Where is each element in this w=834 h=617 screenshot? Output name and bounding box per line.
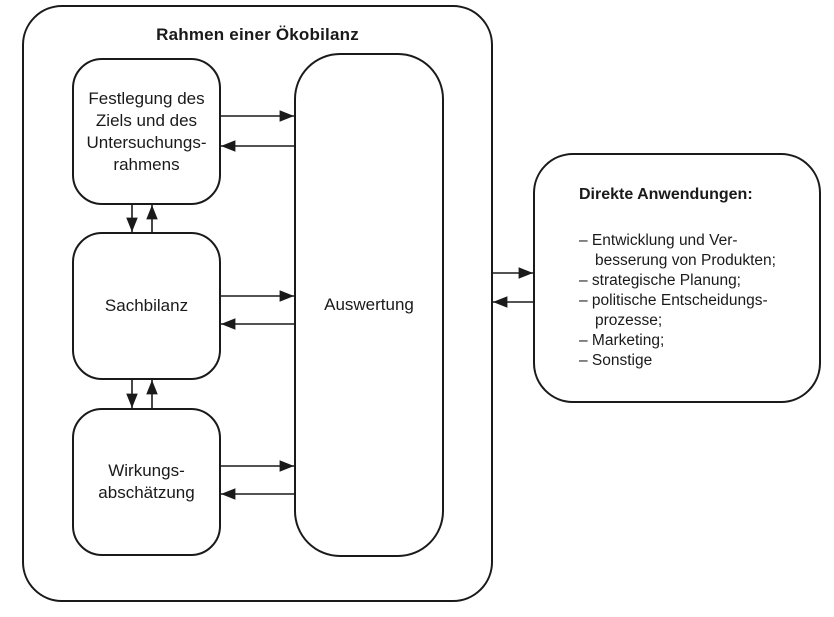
node-interpretation-label: Auswertung	[324, 295, 414, 314]
node-impact-assessment: Wirkungs- abschätzung	[72, 408, 221, 556]
applications-title: Direkte Anwendungen:	[579, 186, 753, 203]
applications-line-2: – strategische Planung;	[579, 272, 741, 289]
node-goal-definition-label: Festlegung des Ziels und des Untersuchun…	[86, 88, 207, 174]
applications-line-1: – Entwicklung und Ver-	[579, 232, 738, 249]
applications-line-5: – Sonstige	[579, 352, 653, 369]
applications-box: Direkte Anwendungen: – Entwicklung und V…	[533, 153, 821, 403]
frame-title: Rahmen einer Ökobilanz	[156, 25, 359, 44]
applications-line-3-cont: prozesse;	[595, 312, 663, 329]
node-goal-definition: Festlegung des Ziels und des Untersuchun…	[72, 58, 221, 205]
applications-line-1-cont: besserung von Produkten;	[595, 252, 776, 269]
node-inventory-analysis: Sachbilanz	[72, 232, 221, 380]
node-inventory-analysis-label: Sachbilanz	[104, 296, 189, 315]
node-impact-assessment-label: Wirkungs- abschätzung	[98, 461, 195, 502]
applications-line-4: – Marketing;	[579, 332, 665, 349]
applications-list: – Entwicklung und Ver- besserung von Pro…	[579, 231, 801, 371]
frame-box: Rahmen einer Ökobilanz	[22, 5, 493, 602]
applications-line-3: – politische Entscheidungs-	[579, 292, 768, 309]
node-interpretation: Auswertung	[294, 53, 444, 557]
